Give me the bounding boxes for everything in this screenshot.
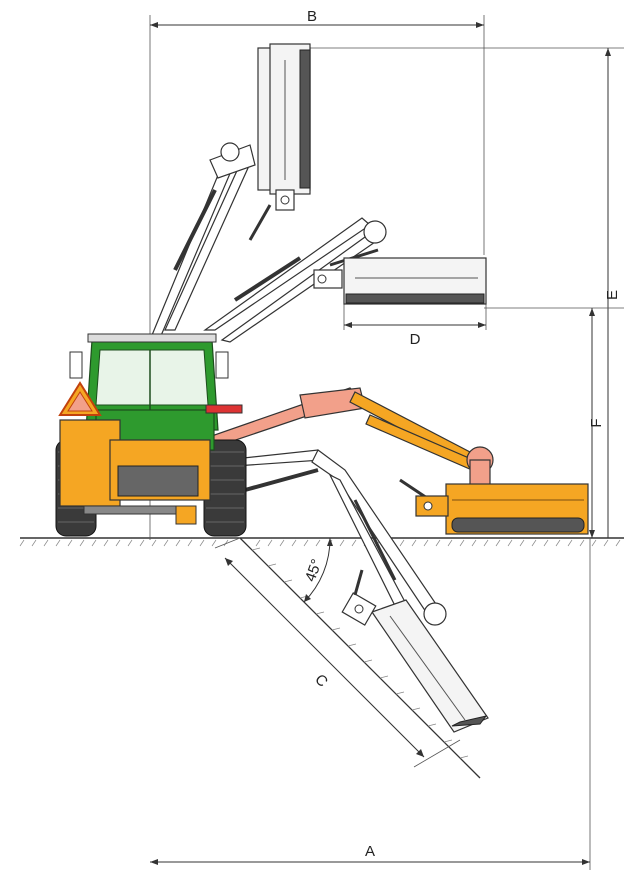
arm-slope bbox=[223, 449, 447, 637]
mower-head-vertical bbox=[248, 43, 311, 241]
dimension-label-c: C bbox=[311, 671, 331, 691]
slope-bank bbox=[239, 537, 481, 779]
angle-label: 45° bbox=[302, 557, 326, 584]
dimension-d: D bbox=[343, 300, 487, 348]
mower-head-ground bbox=[415, 483, 589, 535]
dimension-label-b: B bbox=[307, 8, 317, 25]
arm-orange-ground bbox=[198, 387, 494, 502]
dimension-a: A bbox=[150, 538, 591, 870]
mower-head-slope bbox=[341, 569, 489, 733]
mirror-left bbox=[69, 351, 83, 379]
dimension-label-e: E bbox=[604, 290, 621, 300]
arm-horizontal-upper bbox=[203, 217, 387, 343]
dimension-e: E bbox=[300, 47, 624, 538]
tractor-rear bbox=[55, 333, 247, 537]
dimension-label-a: A bbox=[365, 843, 375, 860]
angle-marker: 45° bbox=[302, 537, 333, 603]
dimension-label-d: D bbox=[410, 331, 421, 348]
dimension-label-f: F bbox=[588, 418, 605, 427]
dimension-f: F bbox=[484, 307, 624, 538]
arm-vertical-top bbox=[149, 142, 256, 341]
mower-head-horizontal-upper bbox=[313, 257, 487, 305]
ground-line bbox=[19, 537, 624, 547]
mirror-right bbox=[215, 351, 229, 379]
